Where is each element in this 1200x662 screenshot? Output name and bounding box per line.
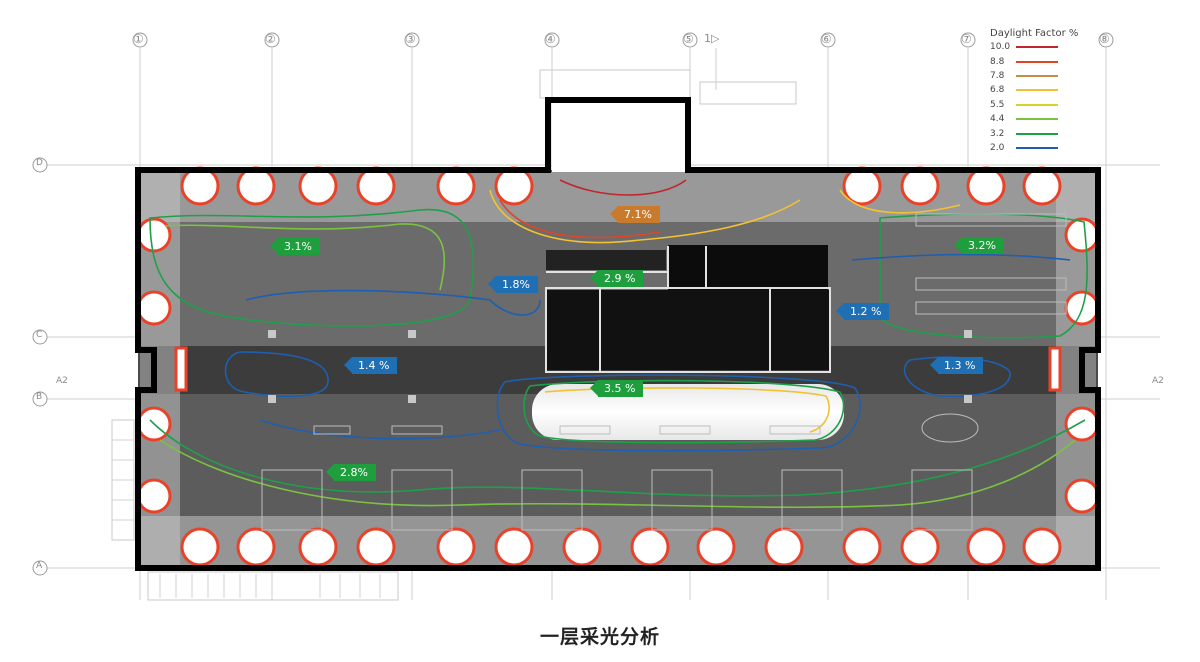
daylight-label: 1.2 % <box>835 303 890 320</box>
legend-swatch <box>1016 132 1058 135</box>
grid-row-label: D <box>36 158 43 168</box>
legend-value: 3.2 <box>990 128 1005 139</box>
grid-column-label: ② <box>265 32 276 46</box>
legend-item: 6.8 <box>990 83 1110 97</box>
legend-title: Daylight Factor % <box>990 28 1079 39</box>
grid-column-label: ⑥ <box>821 32 832 46</box>
legend-swatch <box>1016 60 1058 63</box>
daylight-label: 3.2% <box>954 237 1004 254</box>
legend-swatch <box>1016 74 1058 77</box>
grid-column-label: ⑤ <box>683 32 694 46</box>
legend-value: 8.8 <box>990 56 1005 67</box>
legend-item: 2.0 <box>990 141 1110 155</box>
legend-value: 10.0 <box>990 42 1011 53</box>
grid-column-label: ⑦ <box>961 32 972 46</box>
legend-swatch <box>1016 103 1058 106</box>
grid-column-label: ④ <box>545 32 556 46</box>
section-mark-right: A2 <box>1152 376 1164 386</box>
legend: Daylight Factor % 10.0 8.8 7.8 6.8 5.5 4… <box>990 28 1110 155</box>
legend-swatch <box>1016 46 1058 49</box>
legend-value: 6.8 <box>990 85 1005 96</box>
legend-value: 7.8 <box>990 70 1005 81</box>
daylight-label: 1.4 % <box>343 357 398 374</box>
contour-lines <box>149 179 1088 509</box>
walls <box>135 97 1101 571</box>
legend-item: 8.8 <box>990 54 1110 68</box>
daylight-label: 3.1% <box>270 238 320 255</box>
legend-item: 3.2 <box>990 126 1110 140</box>
daylight-label: 2.8% <box>326 464 376 481</box>
daylight-label: 3.5 % <box>589 380 644 397</box>
grid-column-label: ① <box>133 32 144 46</box>
legend-swatch <box>1016 89 1058 92</box>
legend-value: 5.5 <box>990 99 1005 110</box>
daylight-label: 1.3 % <box>929 357 984 374</box>
legend-swatch <box>1016 146 1058 149</box>
daylight-label: 1.8% <box>488 276 538 293</box>
grid-column-label: ③ <box>405 32 416 46</box>
legend-value: 4.4 <box>990 114 1005 125</box>
grid-row-label: A <box>36 561 43 571</box>
section-mark-left: A2 <box>56 376 68 386</box>
legend-swatch <box>1016 118 1058 121</box>
legend-item: 4.4 <box>990 112 1110 126</box>
grid-row-label: C <box>36 330 43 340</box>
grid-bubbles <box>32 32 1114 576</box>
grid-column-label: ⑧ <box>1099 32 1110 46</box>
daylight-label: 2.9 % <box>589 270 644 287</box>
legend-item: 7.8 <box>990 69 1110 83</box>
legend-item: 5.5 <box>990 98 1110 112</box>
legend-item: 10.0 <box>990 40 1110 54</box>
daylight-label: 7.1% <box>610 206 660 223</box>
figure-caption: 一层采光分析 <box>539 626 660 648</box>
grid-row-label: B <box>36 392 43 402</box>
grid-column-label-extra: 1▷ <box>704 32 720 45</box>
legend-value: 2.0 <box>990 142 1005 153</box>
